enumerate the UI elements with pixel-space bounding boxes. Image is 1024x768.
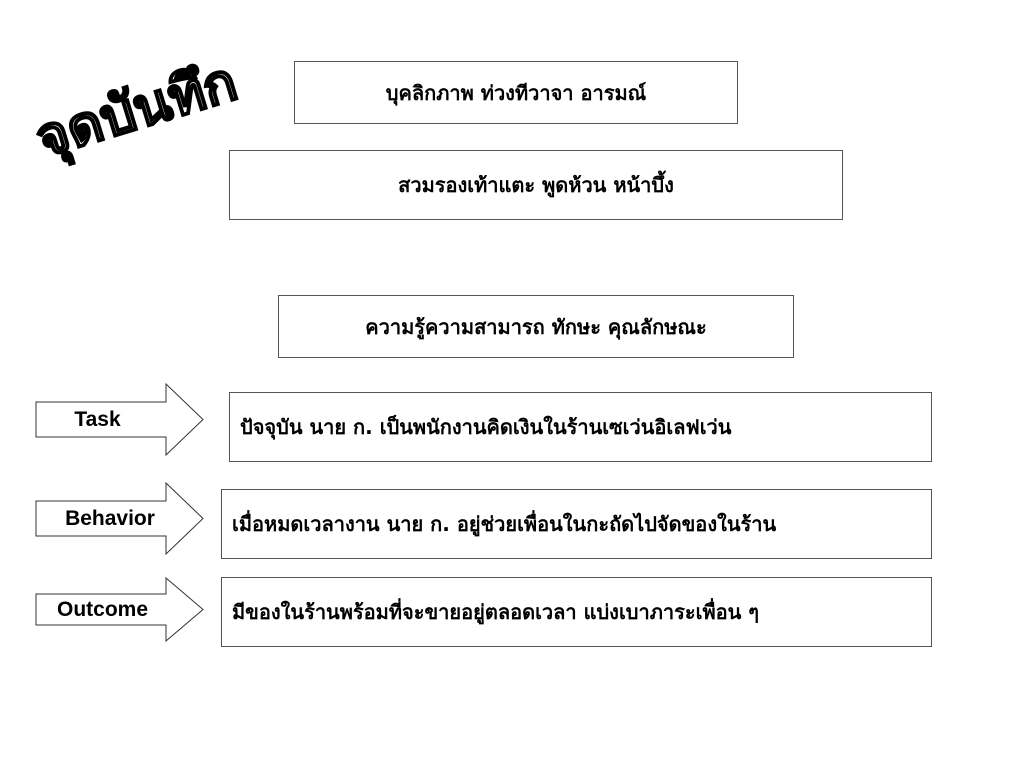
task-box: ปัจจุบัน นาย ก. เป็นพนักงานคิดเงินในร้าน… xyxy=(229,392,932,462)
personality-box: บุคลิกภาพ ท่วงทีวาจา อารมณ์ xyxy=(294,61,738,124)
competency-text: ความรู้ความสามารถ ทักษะ คุณลักษณะ xyxy=(365,314,707,339)
outcome-box: มีของในร้านพร้อมที่จะขายอยู่ตลอดเวลา แบ่… xyxy=(221,577,932,647)
appearance-text: สวมรองเท้าแตะ พูดห้วน หน้าบึ้ง xyxy=(398,173,674,197)
task-label: Task xyxy=(74,407,121,431)
outcome-arrow: Outcome xyxy=(35,577,205,642)
outcome-label: Outcome xyxy=(56,597,148,621)
personality-text: บุคลิกภาพ ท่วงทีวาจา อารมณ์ xyxy=(385,80,647,105)
behavior-arrow: Behavior xyxy=(35,482,205,555)
behavior-text: เมื่อหมดเวลางาน นาย ก. อยู่ช่วยเพื่อนในก… xyxy=(232,512,777,536)
behavior-label: Behavior xyxy=(65,506,155,530)
outcome-text: มีของในร้านพร้อมที่จะขายอยู่ตลอดเวลา แบ่… xyxy=(232,600,760,624)
behavior-box: เมื่อหมดเวลางาน นาย ก. อยู่ช่วยเพื่อนในก… xyxy=(221,489,932,559)
task-text: ปัจจุบัน นาย ก. เป็นพนักงานคิดเงินในร้าน… xyxy=(240,415,732,439)
competency-box: ความรู้ความสามารถ ทักษะ คุณลักษณะ xyxy=(278,295,794,358)
appearance-box: สวมรองเท้าแตะ พูดห้วน หน้าบึ้ง xyxy=(229,150,843,220)
task-arrow: Task xyxy=(35,383,205,456)
page-title: จุดบันทึก xyxy=(22,28,272,174)
page-title-text: จุดบันทึก xyxy=(28,49,244,172)
